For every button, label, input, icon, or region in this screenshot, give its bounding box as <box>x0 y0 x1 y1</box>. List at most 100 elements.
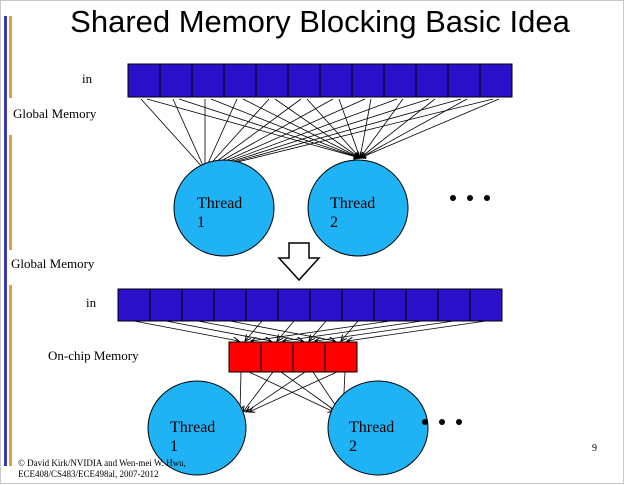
onchip-cell <box>260 341 294 373</box>
arrow <box>205 98 462 170</box>
arrow <box>347 320 487 341</box>
thread-circle <box>173 159 275 257</box>
sidebar-orange-bar-3 <box>9 285 12 466</box>
arrow <box>315 320 455 341</box>
thread-label: Thread <box>170 419 215 436</box>
thread-number: 1 <box>197 214 205 231</box>
arrow <box>133 320 239 341</box>
thread-number: 2 <box>349 438 357 455</box>
slide-title: Shared Memory Blocking Basic Idea <box>70 4 570 39</box>
memory-cell <box>255 63 289 98</box>
arrow <box>210 98 360 158</box>
arrow <box>205 98 430 170</box>
memory-cell <box>181 288 215 322</box>
memory-cell <box>383 63 417 98</box>
memory-cell <box>191 63 225 98</box>
onchip-cell <box>228 341 262 373</box>
memory-cell <box>159 63 193 98</box>
thread-circle <box>147 380 247 476</box>
memory-cell <box>245 288 279 322</box>
arrow <box>243 371 274 412</box>
arrow <box>360 98 404 158</box>
arrow <box>205 98 494 170</box>
label-in-bottom: in <box>86 295 97 310</box>
arrow <box>249 371 338 412</box>
arrows-onchip-to-threads <box>240 371 345 412</box>
label-in-top: in <box>82 71 93 86</box>
memory-cell <box>351 63 385 98</box>
memory-cell <box>223 63 257 98</box>
memory-cell <box>469 288 503 322</box>
onchip-cell <box>292 341 326 373</box>
down-arrow-icon <box>277 242 321 282</box>
arrow <box>245 320 263 341</box>
footer-line-2: ECE408/CS483/ECE498al, 2007-2012 <box>18 469 159 479</box>
arrow <box>360 98 500 158</box>
arrow <box>205 98 270 170</box>
memory-cell <box>447 63 481 98</box>
arrow <box>280 371 337 412</box>
arrow <box>205 98 398 170</box>
memory-cell <box>277 288 311 322</box>
arrow <box>172 98 205 170</box>
footer-line-1: © David Kirk/NVIDIA and Wen-mei W. Hwu, <box>18 458 186 468</box>
arrow <box>242 98 360 158</box>
thread-number: 1 <box>170 438 178 455</box>
arrow <box>341 320 359 341</box>
page-number: 9 <box>592 443 597 454</box>
memory-cell <box>127 63 161 98</box>
thread-label: Thread <box>197 195 242 212</box>
sidebar-blue-bar <box>4 16 7 466</box>
arrow <box>146 98 360 158</box>
label-global-memory-bottom: Global Memory <box>11 256 95 271</box>
thread-circle <box>327 380 429 476</box>
memory-cell <box>149 288 183 322</box>
memory-cell <box>437 288 471 322</box>
arrow <box>360 98 436 158</box>
thread-bottom-1: Thread 1 <box>147 380 247 476</box>
arrow <box>360 98 372 158</box>
arrow <box>197 320 303 341</box>
arrow <box>205 98 366 170</box>
arrow <box>178 98 360 158</box>
arrow <box>360 98 468 158</box>
memory-cell <box>415 63 449 98</box>
arrow <box>205 98 238 170</box>
memory-cell <box>341 288 375 322</box>
arrow <box>205 98 334 170</box>
arrow <box>165 320 271 341</box>
ellipsis-bottom <box>422 419 462 425</box>
copyright-footer: © David Kirk/NVIDIA and Wen-mei W. Hwu, … <box>18 458 186 480</box>
thread-bottom-2: Thread 2 <box>327 380 429 476</box>
memory-cell <box>373 288 407 322</box>
memory-cell <box>117 288 151 322</box>
sidebar-bars <box>4 16 12 466</box>
arrow <box>251 320 391 341</box>
arrow <box>205 98 302 170</box>
thread-label: Thread <box>330 195 375 212</box>
memory-cell <box>213 288 247 322</box>
memory-cell <box>309 288 343 322</box>
global-memory-array-top <box>127 63 513 98</box>
onchip-cell <box>324 341 358 373</box>
arrow <box>140 98 205 170</box>
sidebar-orange-bar-1 <box>9 16 12 98</box>
memory-cell <box>319 63 353 98</box>
thread-top-1: Thread 1 <box>173 159 275 257</box>
thread-circle <box>307 159 409 257</box>
sidebar-orange-bar-2 <box>9 135 12 250</box>
global-memory-array-bottom <box>117 288 503 322</box>
label-onchip-memory: On-chip Memory <box>48 348 139 363</box>
ellipsis-top <box>450 195 490 201</box>
memory-cell <box>405 288 439 322</box>
thread-top-2: Thread 2 <box>307 159 409 257</box>
thread-number: 2 <box>330 214 338 231</box>
arrow <box>248 371 334 412</box>
arrow <box>277 320 295 341</box>
memory-cell <box>479 63 513 98</box>
label-global-memory-top: Global Memory <box>13 106 97 121</box>
arrows-global-to-threads <box>140 98 500 170</box>
arrow <box>246 371 306 412</box>
